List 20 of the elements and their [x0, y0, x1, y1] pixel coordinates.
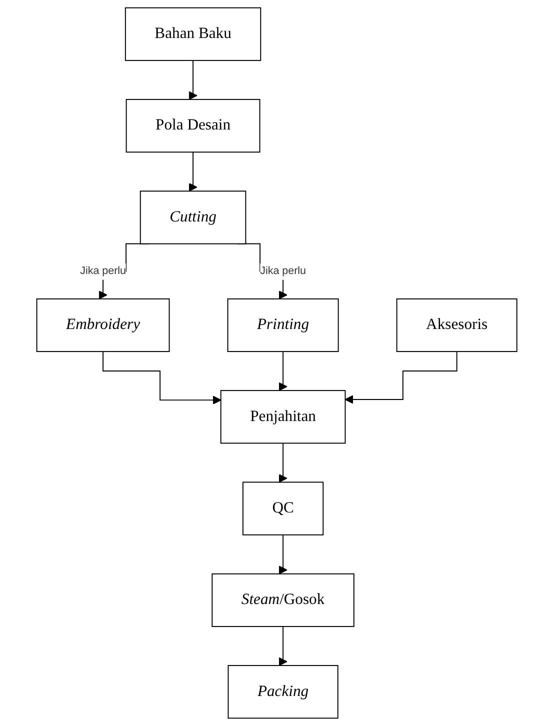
arrow	[188, 152, 197, 192]
edge-label: Jika perlu	[80, 265, 126, 277]
arrow	[344, 351, 457, 404]
edge-label: Jika perlu	[260, 265, 306, 277]
node-box: Embroidery	[36, 298, 170, 352]
node-box: Steam/Gosok	[211, 573, 354, 627]
node-box: Printing	[226, 298, 338, 352]
node-box: Pola Desain	[125, 98, 260, 153]
arrow	[188, 60, 197, 100]
node-box: Packing	[227, 665, 338, 719]
node-box: Penjahitan	[220, 390, 346, 444]
arrow	[278, 534, 287, 574]
node-box: Cutting	[140, 190, 246, 244]
node-box: Bahan Baku	[124, 7, 261, 61]
arrow	[278, 351, 287, 391]
node-box: QC	[242, 482, 324, 536]
arrow	[102, 351, 222, 404]
arrow	[278, 626, 287, 666]
arrow	[278, 442, 287, 483]
node-box: Aksesoris	[396, 298, 518, 352]
